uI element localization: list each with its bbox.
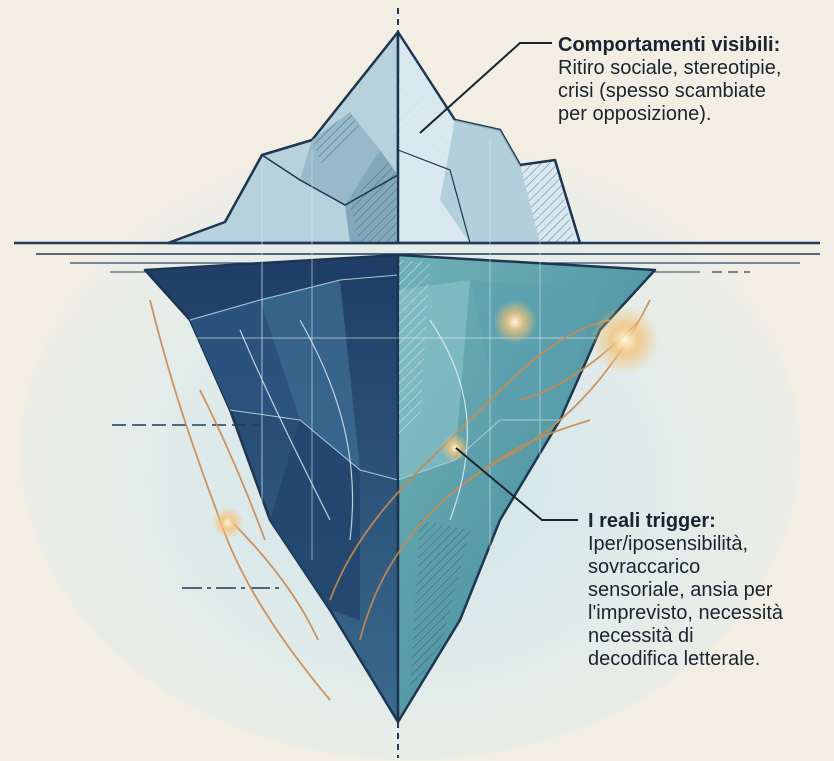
under-facet-hatch-2 [410,520,470,690]
tip-hatch-right [398,75,455,170]
spark-left [212,507,244,539]
tip-right-hatch [520,160,575,243]
leader-visible [419,42,552,134]
leader-triggers [455,447,578,521]
callout-visible-behaviors: Comportamenti visibili: Ritiro sociale, … [558,34,830,126]
tip-hatch-mid [350,160,398,243]
callout-triggers-line: l'imprevisto, necessità [588,602,783,624]
callout-triggers-line: Iper/iposensibilità, [588,533,749,555]
tip-ridges [261,154,399,206]
trigger-threads-light [239,319,469,541]
under-ridges [189,274,399,321]
callout-triggers-heading: I reali trigger: [588,510,716,532]
callout-triggers-line: sensoriale, ansia per [588,579,773,601]
under-facet-hatch [398,260,430,440]
callout-triggers-line: necessità di [588,625,694,647]
callout-visible-line: per opposizione). [558,103,712,125]
callout-visible-line: Ritiro sociale, stereotipie, [558,57,782,79]
tip-ridges-right [397,149,471,244]
callout-visible-line: crisi (spesso scambiate [558,80,766,102]
under-facet-3 [270,420,360,620]
iceberg-submerged [130,140,660,724]
under-facet-2 [260,280,360,470]
callout-triggers-line: decodifica letterale. [588,648,761,670]
callout-visible-heading: Comportamenti visibili: [558,34,781,56]
iceberg-tip [166,30,582,245]
tip-hatch-left [312,112,362,165]
under-facet-1 [190,300,300,420]
spark-center [493,300,537,344]
callout-triggers-line: sovraccarico [588,556,701,578]
spark-mid [441,434,469,462]
spark-right [591,306,659,374]
callout-real-triggers: I reali trigger: Iper/iposensibilità, so… [588,510,832,671]
